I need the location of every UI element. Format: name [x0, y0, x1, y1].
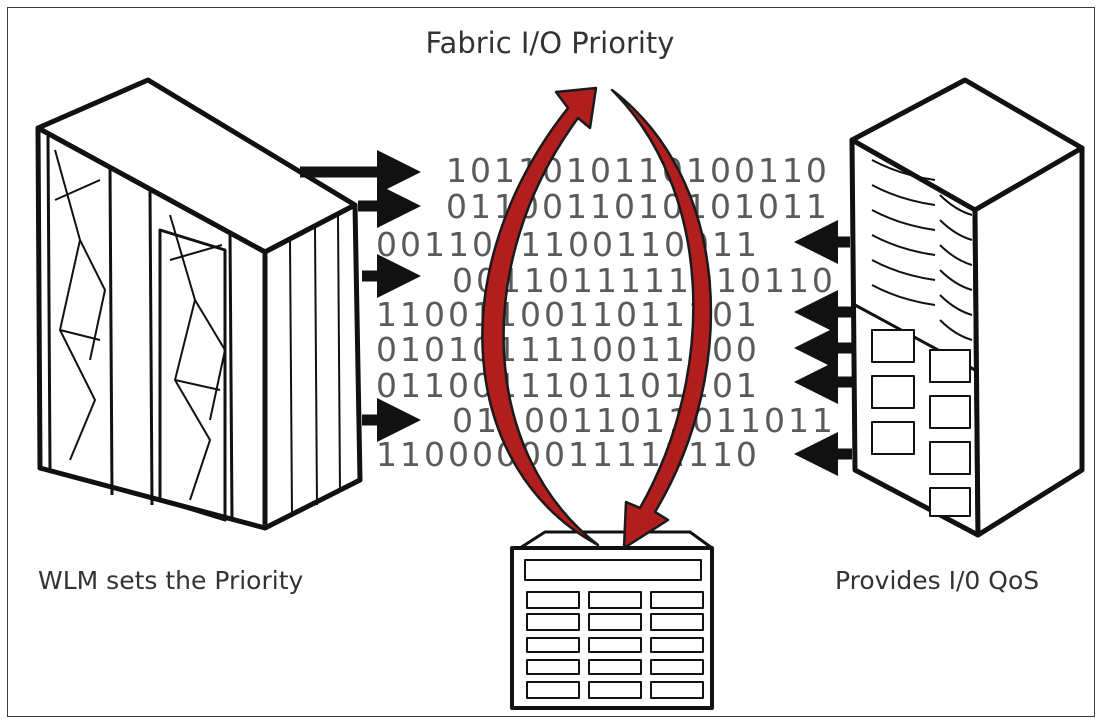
priority-cycle-arrows	[481, 86, 713, 550]
right-caption: Provides I/0 QoS	[835, 566, 1040, 595]
binary-line-1: 1011010110100110	[446, 151, 830, 190]
figure-frame	[7, 7, 1095, 717]
left-caption: WLM sets the Priority	[38, 566, 304, 595]
binary-line-4: 0011011111010110	[452, 261, 836, 300]
diagram-title: Fabric I/O Priority	[425, 26, 675, 60]
red-down-arrow-icon	[610, 88, 713, 550]
inbound-arrows	[794, 220, 852, 476]
mainframe-server-icon	[35, 77, 363, 531]
binary-line-9: 1100000011111110	[376, 435, 760, 474]
red-up-arrow-icon	[481, 86, 600, 547]
outbound-arrows	[300, 150, 421, 442]
san-switch-icon	[510, 530, 714, 710]
storage-array-icon	[849, 77, 1085, 538]
